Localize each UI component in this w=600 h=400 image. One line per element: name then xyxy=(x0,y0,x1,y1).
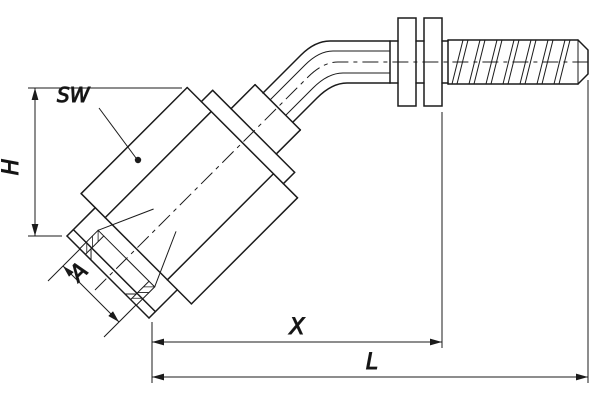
l-label: L xyxy=(366,350,378,375)
x-label: X xyxy=(288,315,305,340)
callout-sw: SW xyxy=(57,83,142,164)
a-dimension-line xyxy=(62,265,120,323)
elbow-tube xyxy=(262,40,391,123)
sw-leader-line xyxy=(98,107,137,159)
a-extension-2 xyxy=(103,304,137,338)
dimension-h: H xyxy=(0,87,182,237)
tube-outer-upper xyxy=(262,40,391,94)
fitting-outline xyxy=(66,17,589,319)
dimension-l: L xyxy=(152,80,589,383)
hex-rear-face xyxy=(186,86,299,199)
tube-outer-lower xyxy=(292,82,391,123)
hex-front-face xyxy=(80,192,193,305)
nut-skirt-top xyxy=(66,206,97,237)
sw-dot xyxy=(134,156,142,164)
a-label: A xyxy=(64,258,94,288)
nut-skirt-bottom xyxy=(148,288,179,319)
collar-bottom xyxy=(275,129,302,155)
washer-top xyxy=(200,89,214,103)
hex-bottom-edge xyxy=(190,197,299,305)
hex-top-edge xyxy=(80,86,188,195)
centerline xyxy=(94,61,592,291)
thread-hatching xyxy=(86,229,156,299)
hex-facet-line xyxy=(104,110,212,219)
sw-label: SW xyxy=(57,83,91,107)
collar-top xyxy=(230,83,256,110)
h-label: H xyxy=(0,159,24,176)
washer-bottom xyxy=(282,171,296,185)
hex-facet-line xyxy=(166,173,275,281)
tube-inner-upper xyxy=(269,50,391,101)
a-extension-1 xyxy=(47,248,81,282)
dimension-x: X xyxy=(151,112,443,383)
nut-thread-bore xyxy=(79,208,177,306)
tube-inner-lower xyxy=(285,72,391,116)
